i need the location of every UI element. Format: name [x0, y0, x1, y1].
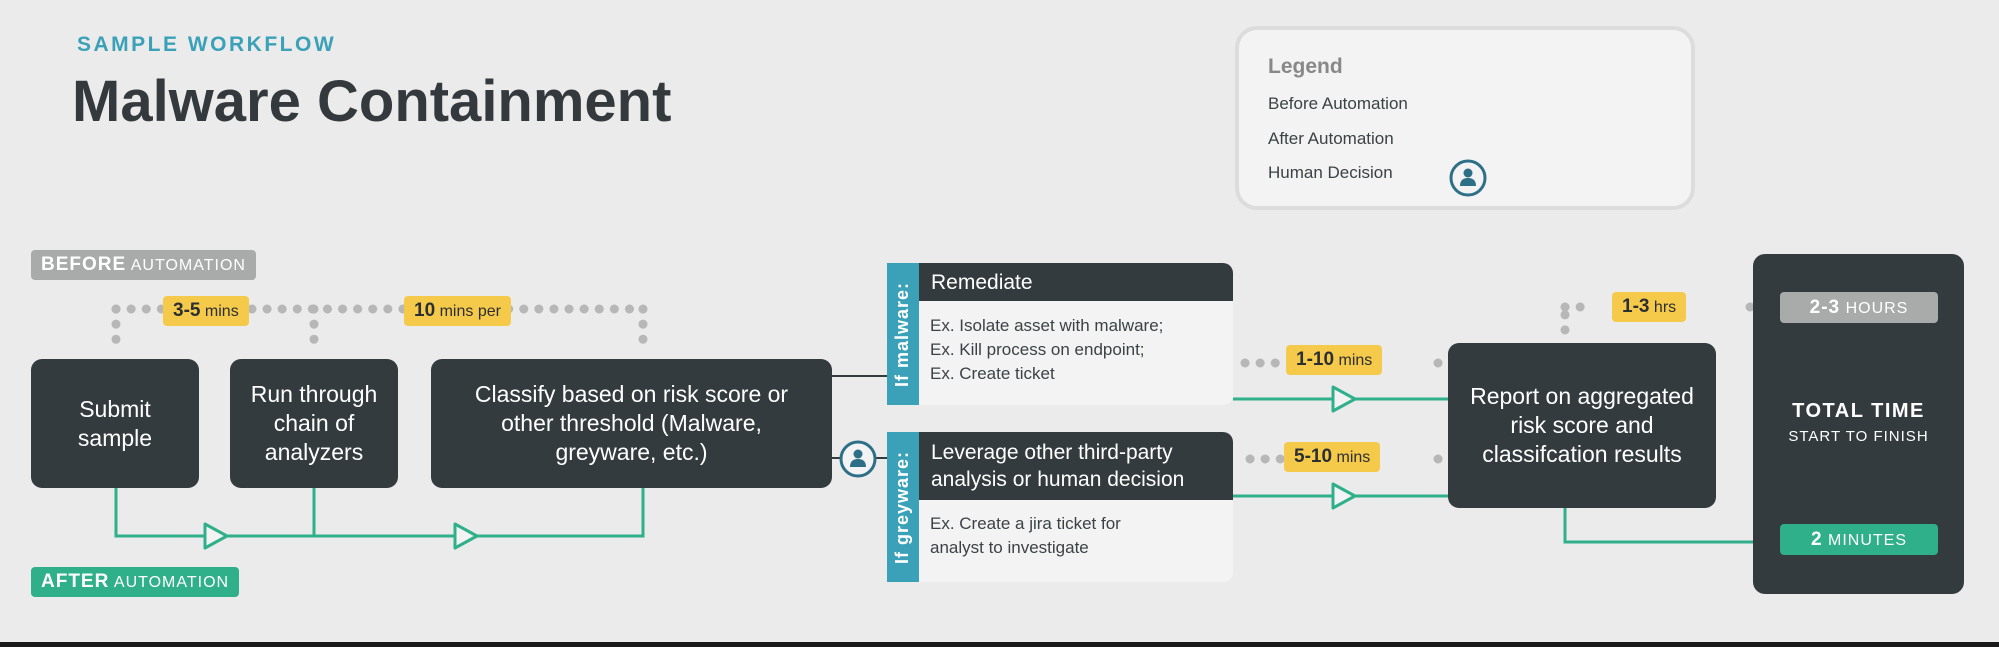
branch-heading-line: Leverage other third-party — [931, 441, 1173, 464]
legend-title: Legend — [1268, 55, 1343, 78]
duration-value: 3-5 — [173, 300, 201, 321]
total-before-unit: HOURS — [1845, 300, 1909, 317]
example-line: Ex. Kill process on endpoint; — [930, 340, 1145, 359]
branch-greyware-examples: Ex. Create a jira ticket for analyst to … — [930, 512, 1121, 560]
duration-pill-submit: 3-5 mins — [163, 296, 249, 326]
duration-value: 1-10 — [1296, 349, 1335, 370]
bottom-border — [0, 642, 1999, 647]
branch-malware-side: If malware: — [887, 263, 919, 405]
legend-after-label: After Automation — [1268, 129, 1394, 148]
after-automation-tag: AFTER AUTOMATION — [31, 567, 240, 597]
duration-value: 10 — [414, 300, 436, 321]
step-label: Classify based on risk score or other th… — [474, 381, 789, 465]
duration-pill-greyware: 5-10 mins — [1284, 442, 1381, 472]
total-after-unit: MINUTES — [1828, 532, 1908, 549]
branch-greyware-heading: Leverage other third-party analysis or h… — [919, 432, 1233, 500]
page-title: Malware Containment — [72, 69, 672, 134]
step-label: Report on aggregated risk score and clas… — [1470, 383, 1694, 467]
duration-unit: mins — [204, 303, 239, 320]
before-automation-tag: BEFORE AUTOMATION — [31, 250, 256, 280]
step-classify: Classify based on risk score or other th… — [431, 359, 832, 488]
step-label: Run through chain of analyzers — [250, 381, 378, 465]
total-time-after: 2 MINUTES — [1780, 524, 1938, 555]
branch-greyware-side: If greyware: — [887, 432, 919, 582]
total-time-subtitle: START TO FINISH — [1788, 428, 1929, 445]
branch-malware-examples: Ex. Isolate asset with malware; Ex. Kill… — [930, 314, 1163, 386]
duration-unit: mins — [1338, 352, 1373, 369]
total-after-value: 2 — [1810, 529, 1823, 550]
duration-value: 1-3 — [1622, 296, 1650, 317]
example-line: Ex. Isolate asset with malware; — [930, 316, 1164, 335]
branch-heading-line: analysis or human decision — [931, 468, 1185, 491]
duration-pill-analyzers: 10 mins per — [404, 296, 511, 326]
example-line: analyst to investigate — [930, 538, 1089, 557]
person-circle-icon — [1449, 159, 1487, 197]
eyebrow-label: SAMPLE WORKFLOW — [77, 33, 337, 56]
duration-pill-remediate: 1-10 mins — [1286, 345, 1383, 375]
legend-before-label: Before Automation — [1268, 94, 1408, 113]
example-line: Ex. Create a jira ticket for — [930, 514, 1121, 533]
before-tag-strong: BEFORE — [41, 254, 127, 275]
duration-value: 5-10 — [1294, 446, 1333, 467]
total-before-value: 2-3 — [1809, 297, 1841, 318]
duration-unit: mins per — [439, 303, 501, 320]
step-label: Submit sample — [77, 395, 153, 451]
total-time-before: 2-3 HOURS — [1780, 292, 1938, 323]
branch-side-label: If malware: — [892, 281, 913, 387]
branch-side-label: If greyware: — [892, 450, 913, 564]
example-line: Ex. Create ticket — [930, 364, 1055, 383]
duration-unit: hrs — [1653, 299, 1677, 316]
branch-malware-heading: Remediate — [919, 263, 1233, 301]
after-tag-rest: AUTOMATION — [113, 574, 230, 591]
human-decision-icon — [839, 440, 877, 478]
duration-unit: mins — [1336, 449, 1371, 466]
duration-pill-report: 1-3 hrs — [1612, 292, 1687, 322]
before-tag-rest: AUTOMATION — [130, 257, 246, 274]
after-tag-strong: AFTER — [41, 571, 110, 592]
step-report: Report on aggregated risk score and clas… — [1448, 343, 1716, 508]
step-submit-sample: Submit sample — [31, 359, 199, 488]
legend-human-label: Human Decision — [1268, 163, 1393, 182]
step-run-analyzers: Run through chain of analyzers — [230, 359, 398, 488]
total-time-title: TOTAL TIME — [1792, 400, 1925, 422]
branch-heading-label: Remediate — [931, 270, 1033, 294]
